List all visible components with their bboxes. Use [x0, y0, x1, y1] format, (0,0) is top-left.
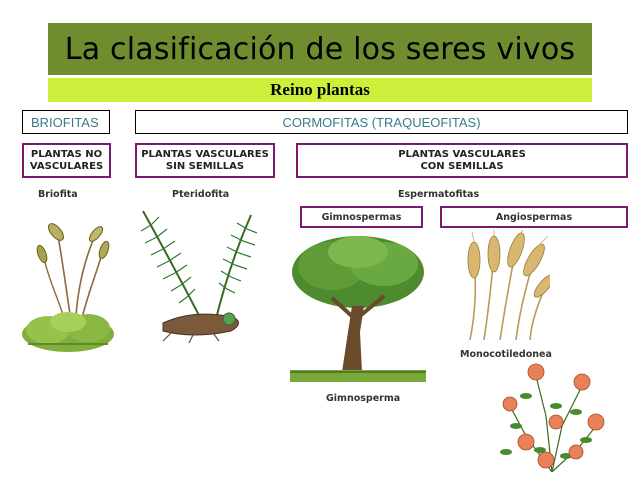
con-semillas-line2: CON SEMILLAS [420, 160, 504, 172]
sin-semillas-line1: PLANTAS VASCULARES [141, 148, 269, 160]
briofita-label: Briofita [38, 189, 78, 200]
sin-semillas-line2: SIN SEMILLAS [165, 160, 245, 172]
con-semillas-line1: PLANTAS VASCULARES [398, 148, 526, 160]
no-vasculares-line1: PLANTAS NO [30, 148, 103, 160]
monocotiledonea-label: Monocotiledonea [460, 349, 552, 360]
page-subtitle: Reino plantas [270, 80, 370, 99]
page-title: La clasificación de los seres vivos [64, 31, 576, 67]
cormofitas-label: CORMOFITAS (TRAQUEOFITAS) [282, 114, 481, 130]
espermatofitas-label: Espermatofitas [398, 189, 480, 200]
moss-icon [22, 223, 114, 352]
tree-icon [290, 236, 426, 382]
wheat-icon [467, 230, 550, 341]
briofitas-box: BRIOFITAS [22, 110, 110, 134]
angiospermas-box: Angiospermas [440, 206, 628, 228]
title-bar: La clasificación de los seres vivos [48, 23, 592, 75]
con-semillas-box: PLANTAS VASCULARES CON SEMILLAS [296, 143, 628, 178]
gimnospermas-label: Gimnospermas [321, 211, 402, 223]
angiospermas-label: Angiospermas [495, 211, 573, 223]
sin-semillas-box: PLANTAS VASCULARES SIN SEMILLAS [135, 143, 275, 178]
fern-icon [140, 210, 258, 344]
pteridofita-label: Pteridofita [172, 189, 230, 200]
rose-icon [500, 363, 605, 472]
no-vasculares-line2: VASCULARES [29, 160, 104, 172]
no-vasculares-box: PLANTAS NO VASCULARES [22, 143, 111, 178]
gimnosperma-label: Gimnosperma [326, 393, 401, 404]
cormofitas-box: CORMOFITAS (TRAQUEOFITAS) [135, 110, 628, 134]
subtitle-bar: Reino plantas [48, 78, 592, 102]
gimnospermas-box: Gimnospermas [300, 206, 423, 228]
briofitas-label: BRIOFITAS [31, 114, 99, 130]
